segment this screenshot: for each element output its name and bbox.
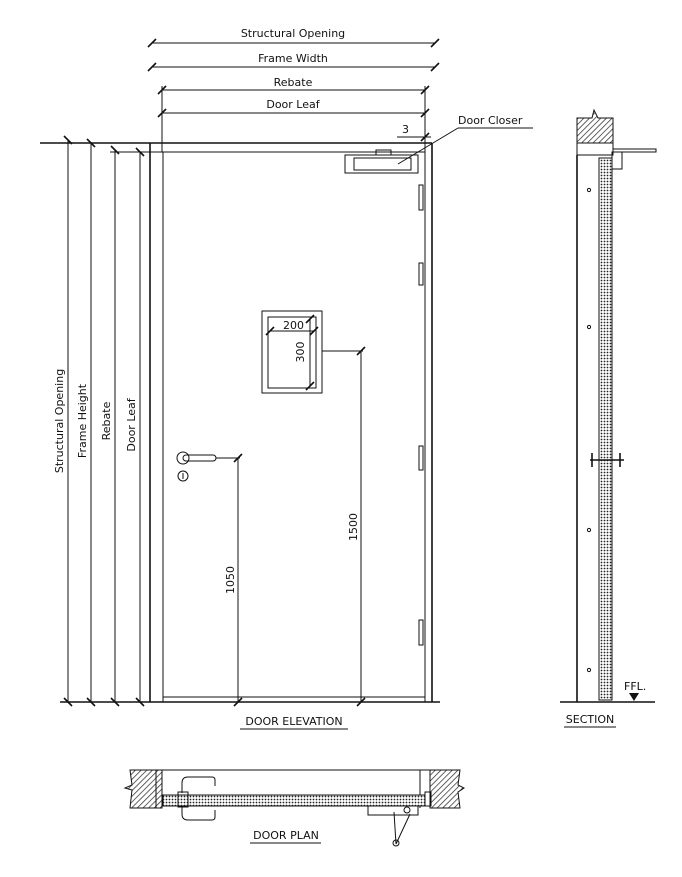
plan-title: DOOR PLAN	[253, 829, 319, 842]
dim-frame-height: Frame Height	[76, 383, 89, 458]
ffl-label: FFL.	[624, 680, 646, 693]
dim-rebate-height: Rebate	[100, 401, 113, 440]
vision-panel-floor-dim: 1500	[347, 513, 360, 541]
vision-panel-height: 300	[294, 342, 307, 363]
section-title: SECTION	[566, 713, 614, 726]
handle-height-dim: 1050	[224, 566, 237, 594]
dim-structural-opening-height: Structural Opening	[53, 369, 66, 473]
door-plan: DOOR PLAN	[123, 769, 465, 847]
dim-gap: 3	[402, 123, 409, 136]
section-dots	[586, 187, 592, 673]
dim-structural-opening-width: Structural Opening	[241, 27, 345, 40]
dim-frame-width: Frame Width	[258, 52, 328, 65]
door-closer-label: Door Closer	[458, 114, 523, 127]
door-closer: Door Closer	[344, 114, 533, 174]
vision-panel: 200 300 1500	[261, 310, 366, 707]
dim-door-leaf-width: Door Leaf	[266, 98, 320, 111]
section-handle	[590, 453, 624, 467]
elevation-title: DOOR ELEVATION	[245, 715, 342, 728]
door-handle: 1050	[176, 451, 243, 707]
door-section: FFL. SECTION	[560, 108, 657, 728]
top-dimensions: Structural Opening Frame Width Rebate Do…	[147, 27, 440, 152]
side-dimensions: Structural Opening Frame Height Rebate D…	[53, 135, 163, 707]
keyhole-icon	[177, 470, 189, 482]
vision-panel-width: 200	[283, 319, 304, 332]
door-elevation: Structural Opening Frame Width Rebate Do…	[40, 27, 533, 730]
dim-door-leaf-height: Door Leaf	[125, 397, 138, 451]
hinges	[418, 184, 424, 646]
dim-rebate-width: Rebate	[274, 76, 313, 89]
